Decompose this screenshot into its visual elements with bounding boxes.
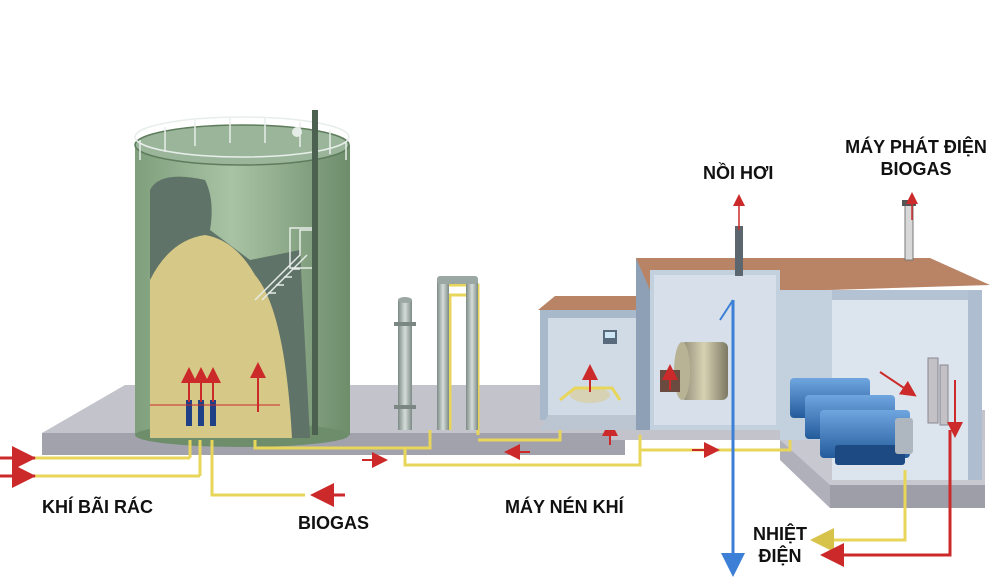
filter-towers	[437, 276, 478, 430]
label-thermal-power-line2: ĐIỆN	[758, 546, 802, 566]
label-thermal-power: NHIỆT ĐIỆN	[740, 523, 820, 567]
biogas-generator-sets	[790, 378, 913, 465]
label-biogas-generator-line2: BIOGAS	[880, 159, 952, 179]
compressor-room	[538, 296, 640, 430]
label-boiler: NỒI HƠI	[703, 163, 774, 183]
label-landfill-gas: KHÍ BÃI RÁC	[42, 497, 153, 517]
label-biogas-generator-line1: MÁY PHÁT ĐIỆN	[845, 137, 987, 157]
landfill-tank	[134, 110, 350, 447]
biogas-pipe	[210, 440, 345, 507]
label-compressor: MÁY NÉN KHÍ	[505, 497, 624, 517]
generator-room	[780, 192, 990, 480]
label-thermal-power-line1: NHIỆT	[753, 524, 807, 544]
scrubber-column	[394, 297, 416, 430]
gas-wells	[150, 362, 280, 426]
label-biogas: BIOGAS	[298, 513, 370, 533]
boiler-room	[636, 194, 830, 577]
thermal-output-pipes	[810, 430, 952, 567]
label-biogas-generator: MÁY PHÁT ĐIỆN BIOGAS	[836, 136, 996, 180]
landfill-gas-inlet	[0, 440, 202, 488]
